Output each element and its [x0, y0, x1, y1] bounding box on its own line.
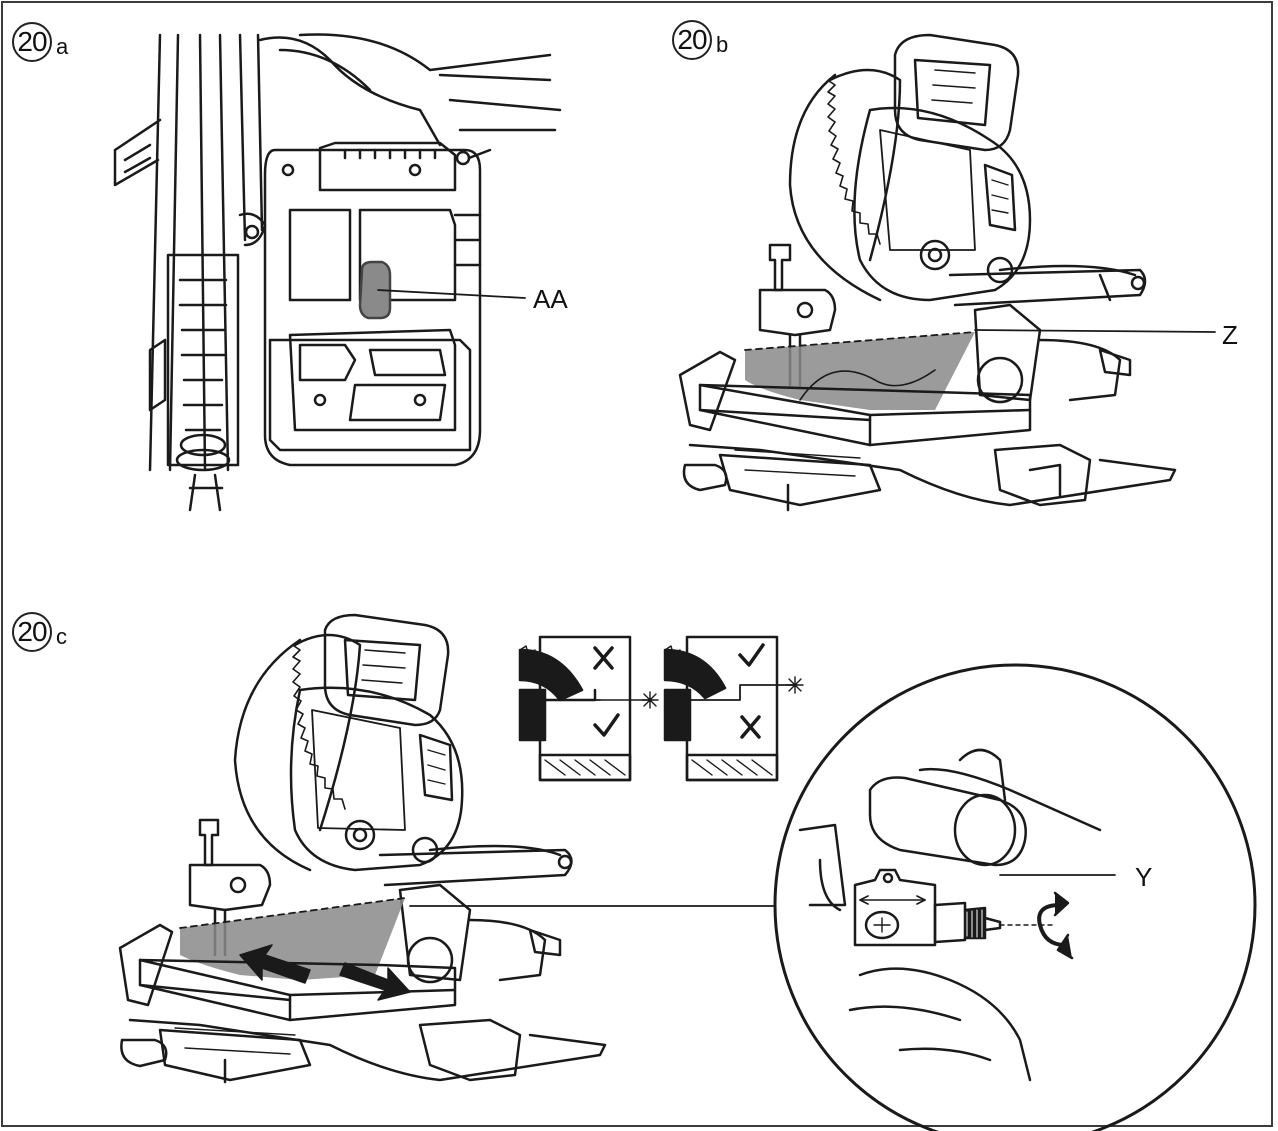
figure-letter: a: [56, 34, 69, 59]
figure-20b-label: 20 b: [672, 20, 728, 60]
saw-rear-view-illustration: [113, 33, 562, 512]
callout-z: Z: [1222, 320, 1238, 350]
callout-y: Y: [1135, 862, 1153, 892]
miter-saw-side-view-c: [118, 613, 1257, 1131]
laser-star-icon: [786, 676, 804, 694]
figure-number-circle: 20: [12, 22, 52, 62]
figure-letter: c: [56, 624, 67, 649]
figure-letter: b: [716, 32, 729, 57]
laser-beam-shade: [180, 898, 405, 980]
check-icon: [593, 713, 620, 737]
callout-z-leader: [974, 329, 1216, 333]
laser-alignment-inset-2: [663, 635, 804, 782]
figure-20a-label: 20 a: [12, 22, 68, 62]
arrow-right-icon: [339, 962, 411, 1001]
cross-icon: [740, 715, 761, 739]
figure-20c-label: 20 c: [12, 612, 67, 652]
laser-star-icon: [641, 691, 659, 709]
check-icon: [738, 643, 765, 667]
callout-aa: AA: [533, 284, 568, 314]
zoom-detail-circle: [773, 663, 1257, 1131]
laser-adjust-screw-detail: [798, 748, 1116, 1082]
miter-saw-side-view-b: [678, 33, 1216, 512]
cross-icon: [593, 646, 614, 670]
figure-number-circle: 20: [672, 20, 712, 60]
callout-aa-leader: [377, 289, 526, 299]
laser-alignment-inset-1: [518, 635, 659, 782]
figure-number-circle: 20: [12, 612, 52, 652]
laser-switch-aa: [358, 260, 392, 320]
arrow-left-icon: [239, 944, 311, 984]
